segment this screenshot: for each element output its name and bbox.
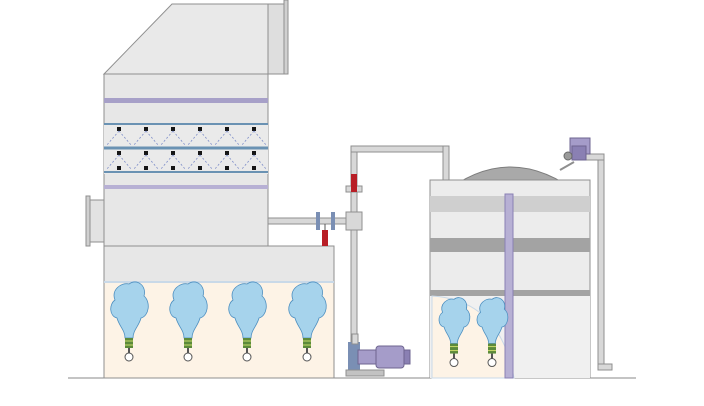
spray-cone xyxy=(240,154,268,171)
inlet-flange xyxy=(85,195,91,247)
diffuser-coupling xyxy=(488,343,496,354)
riser-cross xyxy=(345,211,363,231)
exhaust-flange xyxy=(283,0,289,75)
spray-nozzle-icon xyxy=(171,151,175,155)
spray-nozzle-icon xyxy=(225,127,229,131)
diffuser-head-icon xyxy=(302,352,312,362)
tower-band-lower xyxy=(104,185,268,189)
scrubber-tower xyxy=(85,0,335,379)
diffuser-coupling xyxy=(303,338,311,348)
diffuser-coupling xyxy=(450,343,458,354)
spray-nozzle-icon xyxy=(171,127,175,131)
spray-nozzle-icon xyxy=(225,151,229,155)
spray-cone xyxy=(132,130,160,147)
diffuser-stem xyxy=(453,353,455,360)
diffuser-coupling xyxy=(184,338,192,348)
spray-nozzle-icon xyxy=(117,151,121,155)
diffuser-stem xyxy=(128,348,130,354)
diffuser-head-icon xyxy=(183,352,193,362)
spray-nozzle-icon xyxy=(252,127,256,131)
pump-icon xyxy=(345,333,411,377)
bubble-plume xyxy=(288,281,327,339)
diffuser-coupling xyxy=(243,338,251,348)
spray-cone xyxy=(186,130,214,147)
spray-nozzle-icon xyxy=(117,127,121,131)
bubble-plume xyxy=(169,281,208,339)
top-pipe xyxy=(350,145,450,153)
spray-cone xyxy=(213,154,241,171)
diffuser-head-icon xyxy=(449,358,459,368)
diffuser-stem xyxy=(187,348,189,354)
dosing-pipe xyxy=(597,155,605,369)
spray-nozzle-icon xyxy=(144,127,148,131)
control-valve-lower xyxy=(322,230,328,246)
spray-nozzle-icon xyxy=(225,166,229,170)
pipe-flange xyxy=(316,212,320,230)
spray-cone xyxy=(213,130,241,147)
spray-nozzle-icon xyxy=(252,166,256,170)
diffuser-stem xyxy=(491,353,493,360)
diffuser-stem xyxy=(246,348,248,354)
diffuser-head-icon xyxy=(124,352,134,362)
diffuser-head-icon xyxy=(487,358,497,368)
return-pipe xyxy=(267,217,353,225)
exhaust-hood xyxy=(102,3,269,75)
drop-pipe xyxy=(442,145,450,183)
recirculation-piping xyxy=(267,145,450,377)
spray-cone xyxy=(186,154,214,171)
spray-nozzle-icon xyxy=(198,166,202,170)
dosing-pipe-foot xyxy=(597,363,613,371)
tank-center-pipe xyxy=(504,193,514,379)
diffuser-stem xyxy=(306,348,308,354)
spray-nozzle-icon xyxy=(117,166,121,170)
tower-sump-top xyxy=(103,245,335,283)
spray-nozzle-group xyxy=(105,127,268,171)
exhaust-outlet xyxy=(267,3,285,75)
spray-cone xyxy=(159,130,187,147)
spray-cone xyxy=(105,154,133,171)
aeration-group-side xyxy=(438,297,509,368)
spray-nozzle-icon xyxy=(144,151,148,155)
spray-cone xyxy=(159,154,187,171)
spray-nozzle-icon xyxy=(252,151,256,155)
spray-cone xyxy=(240,130,268,147)
control-valve-upper xyxy=(351,174,357,192)
diffuser-coupling xyxy=(125,338,133,348)
bubble-plume xyxy=(476,297,509,344)
dosing-pump-icon xyxy=(559,137,591,171)
spray-cone xyxy=(132,154,160,171)
bubble-plume xyxy=(438,297,471,344)
pipe-flange xyxy=(331,212,335,230)
bubble-plume xyxy=(228,281,267,339)
spray-nozzle-icon xyxy=(198,127,202,131)
aeration-group-main xyxy=(110,281,327,362)
spray-nozzle-icon xyxy=(198,151,202,155)
dome-tank xyxy=(429,137,613,379)
spray-nozzle-icon xyxy=(144,166,148,170)
spray-nozzle-icon xyxy=(171,166,175,170)
diffuser-head-icon xyxy=(242,352,252,362)
tower-band xyxy=(104,98,268,103)
spray-cone xyxy=(105,130,133,147)
bubble-plume xyxy=(110,281,149,339)
